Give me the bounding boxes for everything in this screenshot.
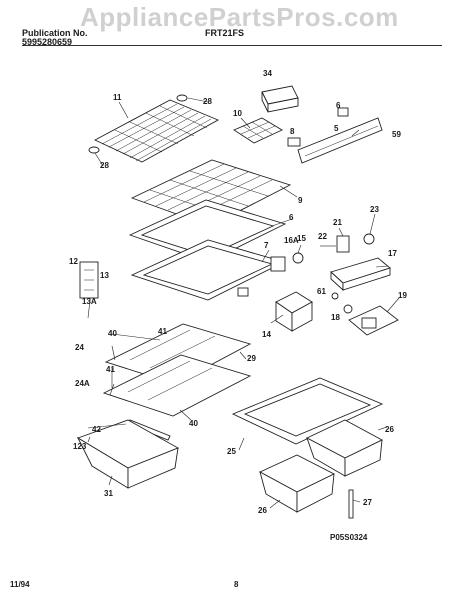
crisper-drawer-right-front	[258, 454, 336, 513]
callout-17: 17	[388, 249, 397, 258]
callout-23: 23	[370, 205, 379, 214]
glass-shelf-lower	[102, 354, 252, 417]
crisper-cover-glass	[231, 377, 384, 445]
callout-13A: 13A	[82, 297, 97, 306]
callout-25: 25	[227, 447, 236, 456]
callout-5: 5	[334, 124, 339, 133]
dairy-bin	[261, 85, 299, 113]
callout-18: 18	[331, 313, 340, 322]
callout-41: 41	[158, 327, 167, 336]
callout-42: 42	[92, 425, 101, 434]
shelf-bracket	[79, 261, 99, 299]
header-rule	[22, 45, 442, 46]
thermostat	[336, 235, 350, 253]
callout-6: 6	[336, 101, 341, 110]
control-box	[330, 257, 391, 292]
callout-29: 29	[247, 354, 256, 363]
leader-lines	[87, 97, 400, 509]
damper-control	[275, 291, 313, 332]
callout-34: 34	[263, 69, 272, 78]
callout-13: 13	[100, 271, 109, 280]
publication-label: Publication No.	[22, 28, 88, 38]
egg-tray	[233, 117, 283, 144]
callout-22: 22	[318, 232, 327, 241]
crisper-drawer-right-back	[305, 419, 383, 477]
footer-date: 11/94	[10, 580, 30, 589]
small-clip	[237, 287, 249, 297]
callout-31: 31	[104, 489, 113, 498]
callout-16A: 16A	[284, 236, 299, 245]
publication-number: 5995280659	[22, 37, 73, 47]
callout-24: 24	[75, 343, 84, 352]
callout-40: 40	[189, 419, 198, 428]
divider-pin	[348, 489, 354, 519]
bracket-small	[287, 137, 301, 147]
callout-123: 123	[73, 442, 87, 451]
callout-41: 41	[106, 365, 115, 374]
callout-7: 7	[264, 241, 269, 250]
end-cap-left	[88, 146, 100, 154]
screw-61	[331, 292, 339, 300]
callout-28: 28	[203, 97, 212, 106]
callout-12: 12	[69, 257, 78, 266]
drawing-id: P05S0324	[330, 533, 368, 542]
callout-11: 11	[113, 93, 122, 102]
callout-59: 59	[392, 130, 401, 139]
crisper-cover-frame	[130, 239, 286, 301]
footer-page-number: 8	[234, 580, 239, 589]
callout-labels: 34 11 28 10 6 8 5 59 28 9 6 23 21 7 22 1…	[69, 69, 407, 515]
thermostat-knob	[363, 233, 375, 245]
callout-19: 19	[398, 291, 407, 300]
callout-14: 14	[262, 330, 271, 339]
end-cap-top	[176, 94, 188, 102]
callout-15: 15	[297, 234, 306, 243]
screw-18	[343, 304, 353, 314]
light-housing	[348, 305, 399, 336]
bracket-upper	[337, 107, 349, 117]
wire-shelf-top	[93, 99, 220, 163]
callout-61: 61	[317, 287, 326, 296]
shelf-frame	[128, 199, 287, 263]
callout-24A: 24A	[75, 379, 90, 388]
callout-21: 21	[333, 218, 342, 227]
watermark: AppliancePartsPros.com	[80, 2, 399, 32]
callout-26: 26	[385, 425, 394, 434]
callout-6: 6	[289, 213, 294, 222]
crisper-drawer-left	[76, 419, 180, 489]
callout-28: 28	[100, 161, 109, 170]
callout-40: 40	[108, 329, 117, 338]
model-number: FRT21FS	[205, 28, 245, 38]
callout-27: 27	[363, 498, 372, 507]
callout-10: 10	[233, 109, 242, 118]
control-rail	[297, 117, 383, 164]
callout-9: 9	[298, 196, 303, 205]
callout-26: 26	[258, 506, 267, 515]
callout-8: 8	[290, 127, 295, 136]
light-socket	[270, 252, 304, 272]
